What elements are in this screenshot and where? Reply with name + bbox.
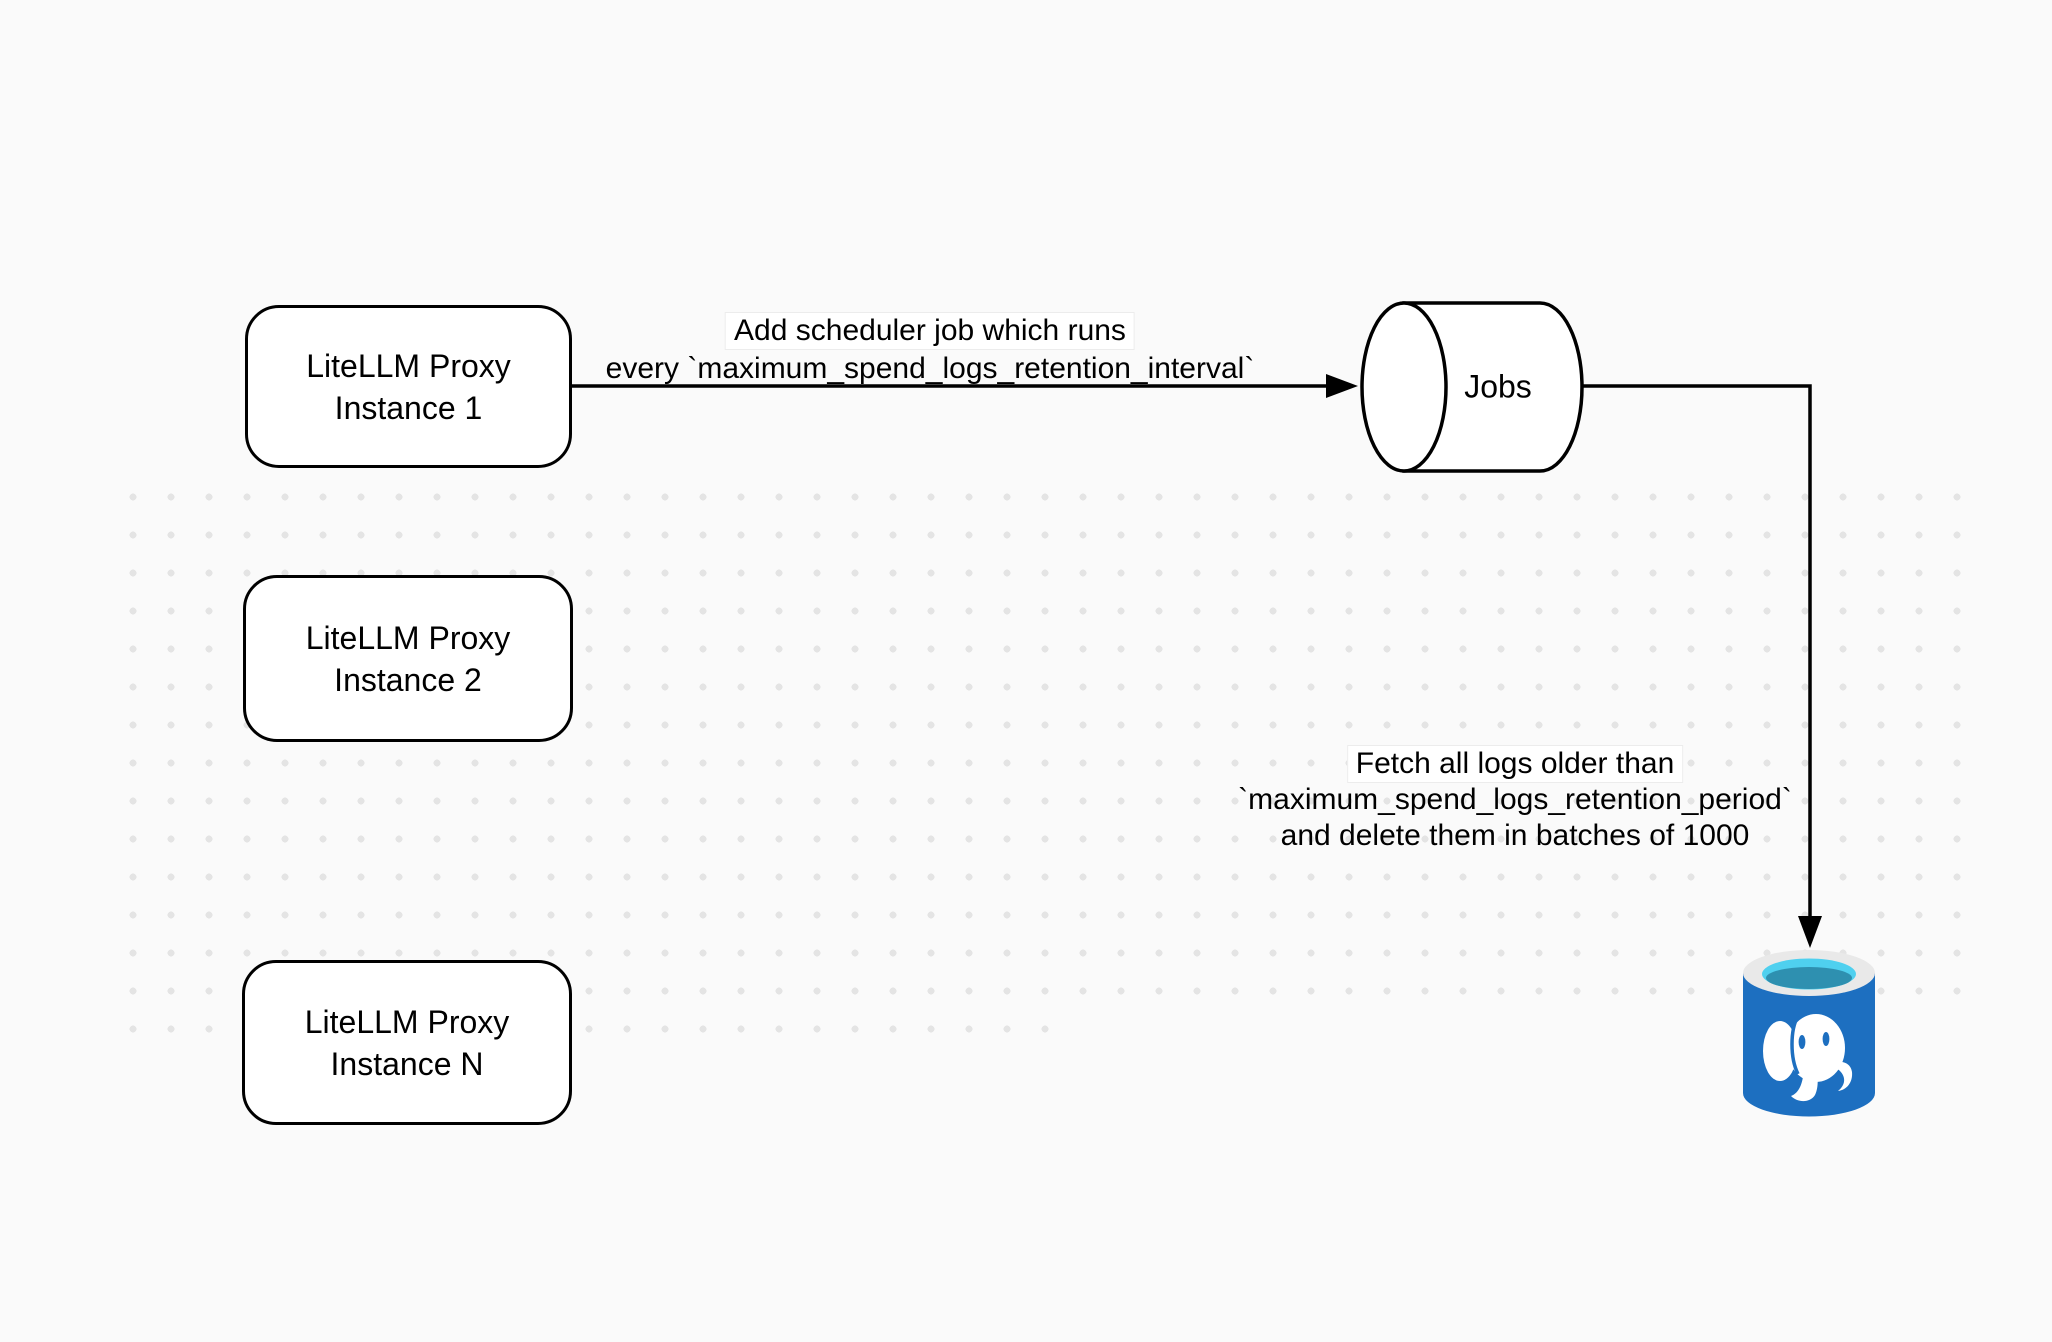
edge-label-line: `maximum_spend_logs_retention_period` [1238,783,1792,816]
edge-label-line: every `maximum_spend_logs_retention_inte… [605,352,1255,385]
edge-scheduler-arrow [572,374,1358,398]
dot-grid-main [114,478,1978,1010]
arrowhead-down-icon [1798,916,1822,948]
node-label-line: LiteLLM Proxy [304,1003,510,1040]
edge-label-text: Fetch all logs older than [1346,745,1684,783]
postgres-elephant-icon [1763,1014,1853,1102]
jobs-queue-cylinder [1360,301,1584,473]
jobs-node-label: Jobs [1464,368,1532,405]
node-litellm-proxy-instance-2: LiteLLM Proxy Instance 2 [243,575,573,742]
edge-label-line: Fetch all logs older than [1238,745,1792,783]
edge-label-scheduler: Add scheduler job which runs every `maxi… [605,312,1255,388]
edge-fetch-arrow [1582,384,1822,948]
edge-label-line: and delete them in batches of 1000 [1280,819,1750,852]
postgresql-database-icon [1743,950,1875,1117]
node-label-line: LiteLLM Proxy [306,347,511,384]
arrowhead-right-icon [1326,374,1358,398]
node-label-line: Instance 1 [334,389,483,426]
node-label-line: Instance N [330,1045,484,1082]
edge-label-fetch: Fetch all logs older than `maximum_spend… [1238,745,1792,854]
node-litellm-proxy-instance-1: LiteLLM Proxy Instance 1 [245,305,572,468]
node-label-line: Instance 2 [334,661,482,698]
edge-label-line: Add scheduler job which runs [606,312,1255,350]
node-litellm-proxy-instance-n: LiteLLM Proxy Instance N [242,960,572,1125]
node-label-line: LiteLLM Proxy [305,619,511,656]
edge-label-text: Add scheduler job which runs [725,312,1135,350]
